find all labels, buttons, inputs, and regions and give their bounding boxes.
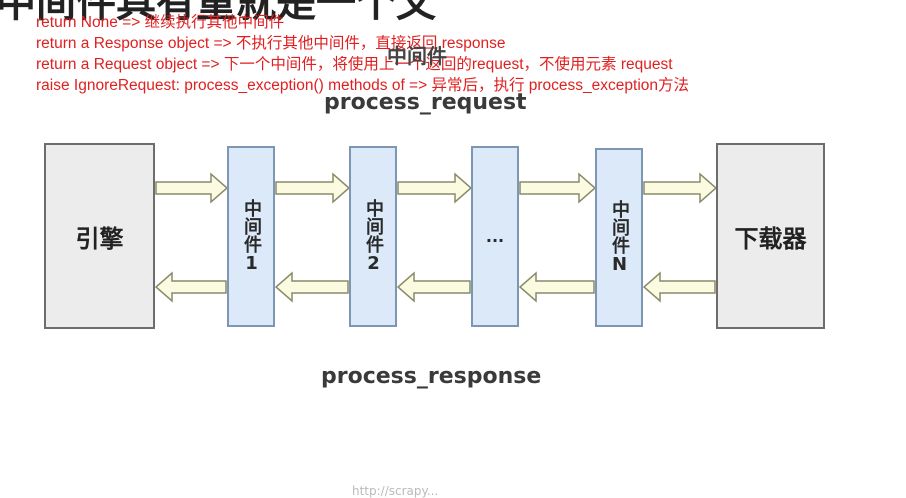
note-raise-ignore-request: raise IgnoreRequest: process_exception()… (36, 77, 690, 94)
engine-box: 引擎 (44, 143, 155, 329)
diagram-heading: 中间件 (387, 44, 447, 68)
request-arrow-2 (275, 172, 351, 204)
process-response-label: process_response (321, 364, 542, 389)
middleware-2-box: 中间件2 (349, 146, 397, 327)
request-arrow-3 (397, 172, 473, 204)
middleware-n-box: 中间件N (595, 148, 643, 327)
response-arrow-5 (642, 271, 716, 303)
process-request-label: process_request (324, 90, 527, 115)
request-arrow-1 (155, 172, 229, 204)
downloader-box: 下载器 (716, 143, 825, 329)
middleware-ellipsis-box: ... (471, 146, 519, 327)
request-arrow-4 (519, 172, 597, 204)
middleware-1-box: 中间件1 (227, 146, 275, 327)
response-arrow-2 (274, 271, 349, 303)
response-arrow-3 (396, 271, 471, 303)
slide-title: 中间件具有重就是一个文 (0, 0, 436, 26)
note-return-response: return a Response object => 不执行其他中间件，直接返… (36, 35, 506, 52)
note-return-none: return None => 继续执行其他中间件 (36, 14, 285, 31)
response-arrow-4 (518, 271, 595, 303)
footer-text: http://scrapy... (352, 484, 439, 498)
response-arrow-1 (154, 271, 227, 303)
note-return-request: return a Request object => 下一个中间件，将使用上一个… (36, 56, 673, 73)
request-arrow-5 (643, 172, 718, 204)
